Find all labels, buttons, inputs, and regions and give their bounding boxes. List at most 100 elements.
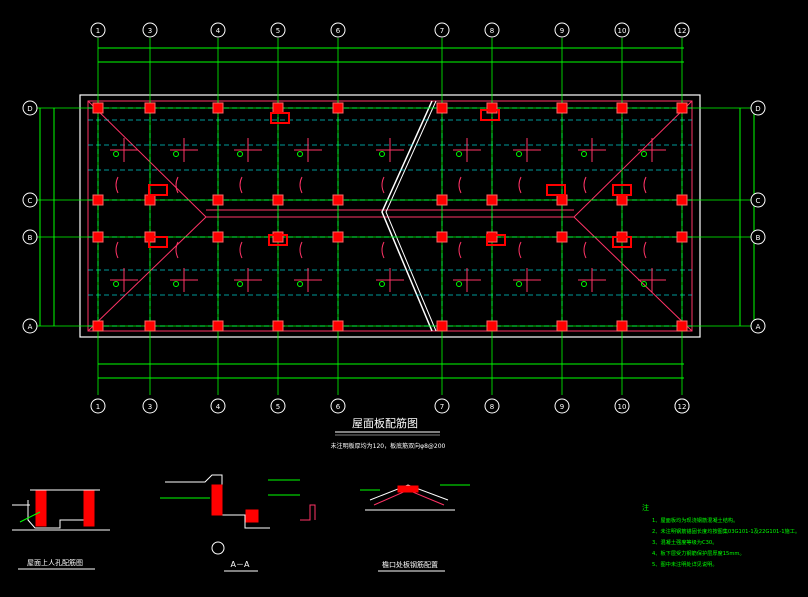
rebar-hook (239, 241, 243, 259)
column (616, 320, 628, 332)
rebar-tag (516, 281, 522, 287)
column (556, 320, 568, 332)
main-subtitle: 未注明板厚均为120，板底筋双向φ8@200 (331, 442, 446, 450)
grid-top-label: 5 (276, 27, 280, 35)
grid-bottom-bubble (142, 398, 158, 414)
column (212, 102, 224, 114)
column (272, 102, 284, 114)
grid-bottom-bubble (614, 398, 630, 414)
grid-bottom-label: 10 (618, 403, 627, 411)
detail-section-title: A－A (231, 560, 250, 569)
main-title: 屋面板配筋图 (352, 416, 418, 430)
grid-bottom-bubble (484, 398, 500, 414)
rebar-marks (110, 138, 666, 292)
note-item: 1、屋面板均为现浇钢筋混凝土结构。 (652, 516, 738, 524)
rebar-hook (643, 241, 647, 259)
row-right-bubble (750, 192, 766, 208)
row-left-label: B (28, 234, 33, 242)
opening-frame (486, 234, 506, 246)
grid-bottom-label: 5 (276, 403, 280, 411)
column (144, 320, 156, 332)
opening-frame (270, 112, 290, 124)
grid-top-label: 9 (560, 27, 564, 35)
rebar-hook (115, 176, 119, 194)
column (212, 194, 224, 206)
column (486, 194, 498, 206)
column (556, 231, 568, 243)
grid-bottom-bubble (674, 398, 690, 414)
row-left-label: C (28, 197, 33, 205)
row-left-label: A (28, 323, 33, 331)
column (332, 231, 344, 243)
grid-bottom-label: 12 (678, 403, 687, 411)
rebar-hook (239, 176, 243, 194)
column (144, 194, 156, 206)
rebar-tag (297, 151, 303, 157)
rebar-tag (237, 281, 243, 287)
column (92, 320, 104, 332)
grid-top-bubble (142, 22, 158, 38)
notes-heading: 注 (642, 503, 649, 512)
rebar-tag (581, 151, 587, 157)
grid-bottom-bubble (210, 398, 226, 414)
rebar-tag (456, 151, 462, 157)
opening-frame (148, 184, 168, 196)
grid-bottom-label: 8 (490, 403, 494, 411)
grid-top-bubble (210, 22, 226, 38)
row-left-bubble (22, 229, 38, 245)
rebar-hook (381, 176, 385, 194)
grid-top-label: 4 (216, 27, 221, 35)
column (272, 194, 284, 206)
column (92, 231, 104, 243)
columns (92, 102, 688, 332)
opening-frame (612, 236, 632, 248)
grid-top-bubble (674, 22, 690, 38)
grid-bottom-bubble (434, 398, 450, 414)
rebar-tag (379, 151, 385, 157)
rebar-tag (641, 151, 647, 157)
row-right-label: A (756, 323, 761, 331)
column (556, 102, 568, 114)
grid-top-bubble (330, 22, 346, 38)
rebar-hook (643, 176, 647, 194)
rebar-tag (113, 151, 119, 157)
column (212, 320, 224, 332)
grid-bottom-label: 9 (560, 403, 564, 411)
rebar-hook (458, 176, 462, 194)
rebar-hook (175, 241, 179, 259)
rebar-tag (379, 281, 385, 287)
column (436, 194, 448, 206)
column (436, 320, 448, 332)
rebar-hook (175, 176, 179, 194)
opening-frame (546, 184, 566, 196)
opening-frame (268, 234, 288, 246)
column (332, 194, 344, 206)
grid-top-bubble (270, 22, 286, 38)
row-right-bubble (750, 100, 766, 116)
grid-top-label: 6 (336, 27, 341, 35)
rebar-tag (641, 281, 647, 287)
rebar-hook (518, 176, 522, 194)
row-right-label: B (756, 234, 761, 242)
column (144, 102, 156, 114)
note-item: 4、板下层受力钢筋保护层厚度15mm。 (652, 549, 745, 557)
column (616, 194, 628, 206)
rebar-tag (516, 151, 522, 157)
note-item: 2、未注明钢筋锚固长度均按图集03G101-1及22G101-1施工。 (652, 527, 800, 535)
grid-top-label: 10 (618, 27, 627, 35)
rebar-tag (173, 281, 179, 287)
column (436, 102, 448, 114)
dimension-lines (39, 47, 755, 379)
detail-hatch-title: 屋面上人孔配筋图 (27, 558, 83, 567)
column (92, 194, 104, 206)
row-left-bubble (22, 100, 38, 116)
note-item: 5、图中未注明处详见说明。 (652, 560, 718, 568)
column (436, 231, 448, 243)
grid-top-bubble (614, 22, 630, 38)
column (676, 102, 688, 114)
grid-bubbles-top: 13456789101112 (90, 22, 690, 38)
rebar-hook (458, 241, 462, 259)
grid-top-label: 12 (678, 27, 687, 35)
grid-top-label: 8 (490, 27, 494, 35)
column (92, 102, 104, 114)
